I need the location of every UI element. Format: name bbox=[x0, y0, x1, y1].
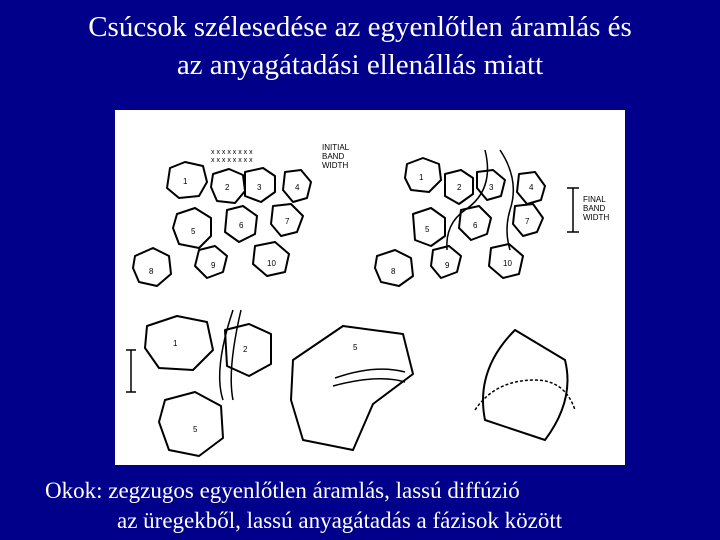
p2-num-3: 3 bbox=[489, 183, 494, 192]
particle-p1-7 bbox=[270, 203, 304, 237]
p2-num-2: 2 bbox=[457, 183, 462, 192]
final-label-3: WIDTH bbox=[583, 213, 609, 222]
p1-num-8: 8 bbox=[149, 267, 154, 276]
particle-p2-8 bbox=[374, 249, 414, 287]
p1-num-10: 10 bbox=[267, 259, 276, 268]
title-line-2: az anyagátadási ellenállás miatt bbox=[176, 49, 544, 81]
initial-label-3: WIDTH bbox=[322, 161, 348, 170]
particle-p4-5 bbox=[290, 325, 414, 451]
p1-num-6: 6 bbox=[239, 221, 244, 230]
initial-band-x-row-2: x x x x x x x x bbox=[211, 157, 253, 164]
p1-num-7: 7 bbox=[285, 217, 290, 226]
p4-num-5: 5 bbox=[353, 343, 358, 352]
particle-p2-7 bbox=[512, 203, 544, 237]
initial-band-markers: x x x x x x x x x x x x x x x x bbox=[211, 149, 253, 164]
particle-p2-3 bbox=[476, 169, 506, 201]
caption-line-2: az üregekből, lassú anyagátadás a fáziso… bbox=[117, 508, 563, 533]
particle-p1-3 bbox=[244, 167, 276, 203]
p2-num-4: 4 bbox=[529, 183, 534, 192]
p1-num-4: 4 bbox=[295, 183, 300, 192]
final-band-bracket bbox=[567, 187, 579, 233]
particle-p2-6 bbox=[458, 205, 492, 241]
particle-p1-1 bbox=[166, 161, 208, 199]
final-label-2: BAND bbox=[583, 204, 605, 213]
flow-line-p3b bbox=[230, 309, 242, 401]
initial-label-1: INITIAL bbox=[322, 143, 350, 152]
flow-line-p3 bbox=[218, 309, 234, 401]
band-shape-right bbox=[474, 379, 576, 411]
flow-line-p2b bbox=[499, 149, 515, 251]
particle-p3-1 bbox=[144, 315, 214, 371]
particle-p3-5 bbox=[158, 391, 224, 457]
figure-drawing: x x x x x x x x x x x x x x x x INITIAL … bbox=[126, 143, 609, 457]
p2-num-1: 1 bbox=[419, 173, 424, 182]
particle-p1-2 bbox=[210, 168, 246, 204]
p1-num-1: 1 bbox=[183, 177, 188, 186]
slide-caption: Okok: zegzugos egyenlőtlen áramlás, lass… bbox=[45, 476, 705, 536]
particle-p2-1 bbox=[404, 157, 442, 193]
particle-p1-9 bbox=[194, 245, 228, 279]
particle-p1-8 bbox=[132, 247, 172, 287]
particle-p1-6 bbox=[224, 205, 258, 243]
p2-num-8: 8 bbox=[391, 267, 396, 276]
particle-p2-2 bbox=[444, 169, 474, 205]
flow-line-p2 bbox=[446, 149, 489, 251]
initial-label-2: BAND bbox=[322, 152, 344, 161]
particle-p3-2 bbox=[224, 323, 272, 377]
p1-num-3: 3 bbox=[257, 183, 262, 192]
p3-num-1: 1 bbox=[173, 339, 178, 348]
p2-num-6: 6 bbox=[473, 221, 478, 230]
final-label-1: FINAL bbox=[583, 195, 606, 204]
left-bracket-bottom bbox=[126, 349, 136, 393]
title-line-1: Csúcsok szélesedése az egyenlőtlen áraml… bbox=[88, 11, 632, 43]
p2-num-10: 10 bbox=[503, 259, 512, 268]
pore-channel bbox=[334, 368, 406, 379]
slide-title: Csúcsok szélesedése az egyenlőtlen áraml… bbox=[0, 8, 720, 84]
p1-num-9: 9 bbox=[211, 261, 216, 270]
particle-p1-10 bbox=[252, 241, 290, 277]
particle-p2-9 bbox=[430, 245, 462, 279]
p3-num-2: 2 bbox=[243, 345, 248, 354]
p2-num-5: 5 bbox=[425, 225, 430, 234]
p3-num-5: 5 bbox=[193, 425, 198, 434]
particle-p2-4 bbox=[516, 171, 546, 205]
particle-p1-4 bbox=[282, 169, 312, 203]
band-broadening-figure: x x x x x x x x x x x x x x x x INITIAL … bbox=[115, 110, 625, 465]
p2-num-7: 7 bbox=[525, 217, 530, 226]
particle-p1-5 bbox=[172, 207, 212, 249]
particle-numbers: 1 2 3 4 5 6 7 8 9 10 1 2 3 4 5 6 7 8 9 1… bbox=[149, 173, 534, 434]
particle-p4-right bbox=[482, 329, 569, 441]
pore-channel-b bbox=[332, 378, 406, 387]
p1-num-5: 5 bbox=[191, 227, 196, 236]
particle-p2-5 bbox=[412, 207, 446, 247]
initial-band-x-row: x x x x x x x x bbox=[211, 149, 253, 156]
caption-line-1: Okok: zegzugos egyenlőtlen áramlás, lass… bbox=[45, 478, 520, 503]
p1-num-2: 2 bbox=[225, 183, 230, 192]
p2-num-9: 9 bbox=[445, 261, 450, 270]
